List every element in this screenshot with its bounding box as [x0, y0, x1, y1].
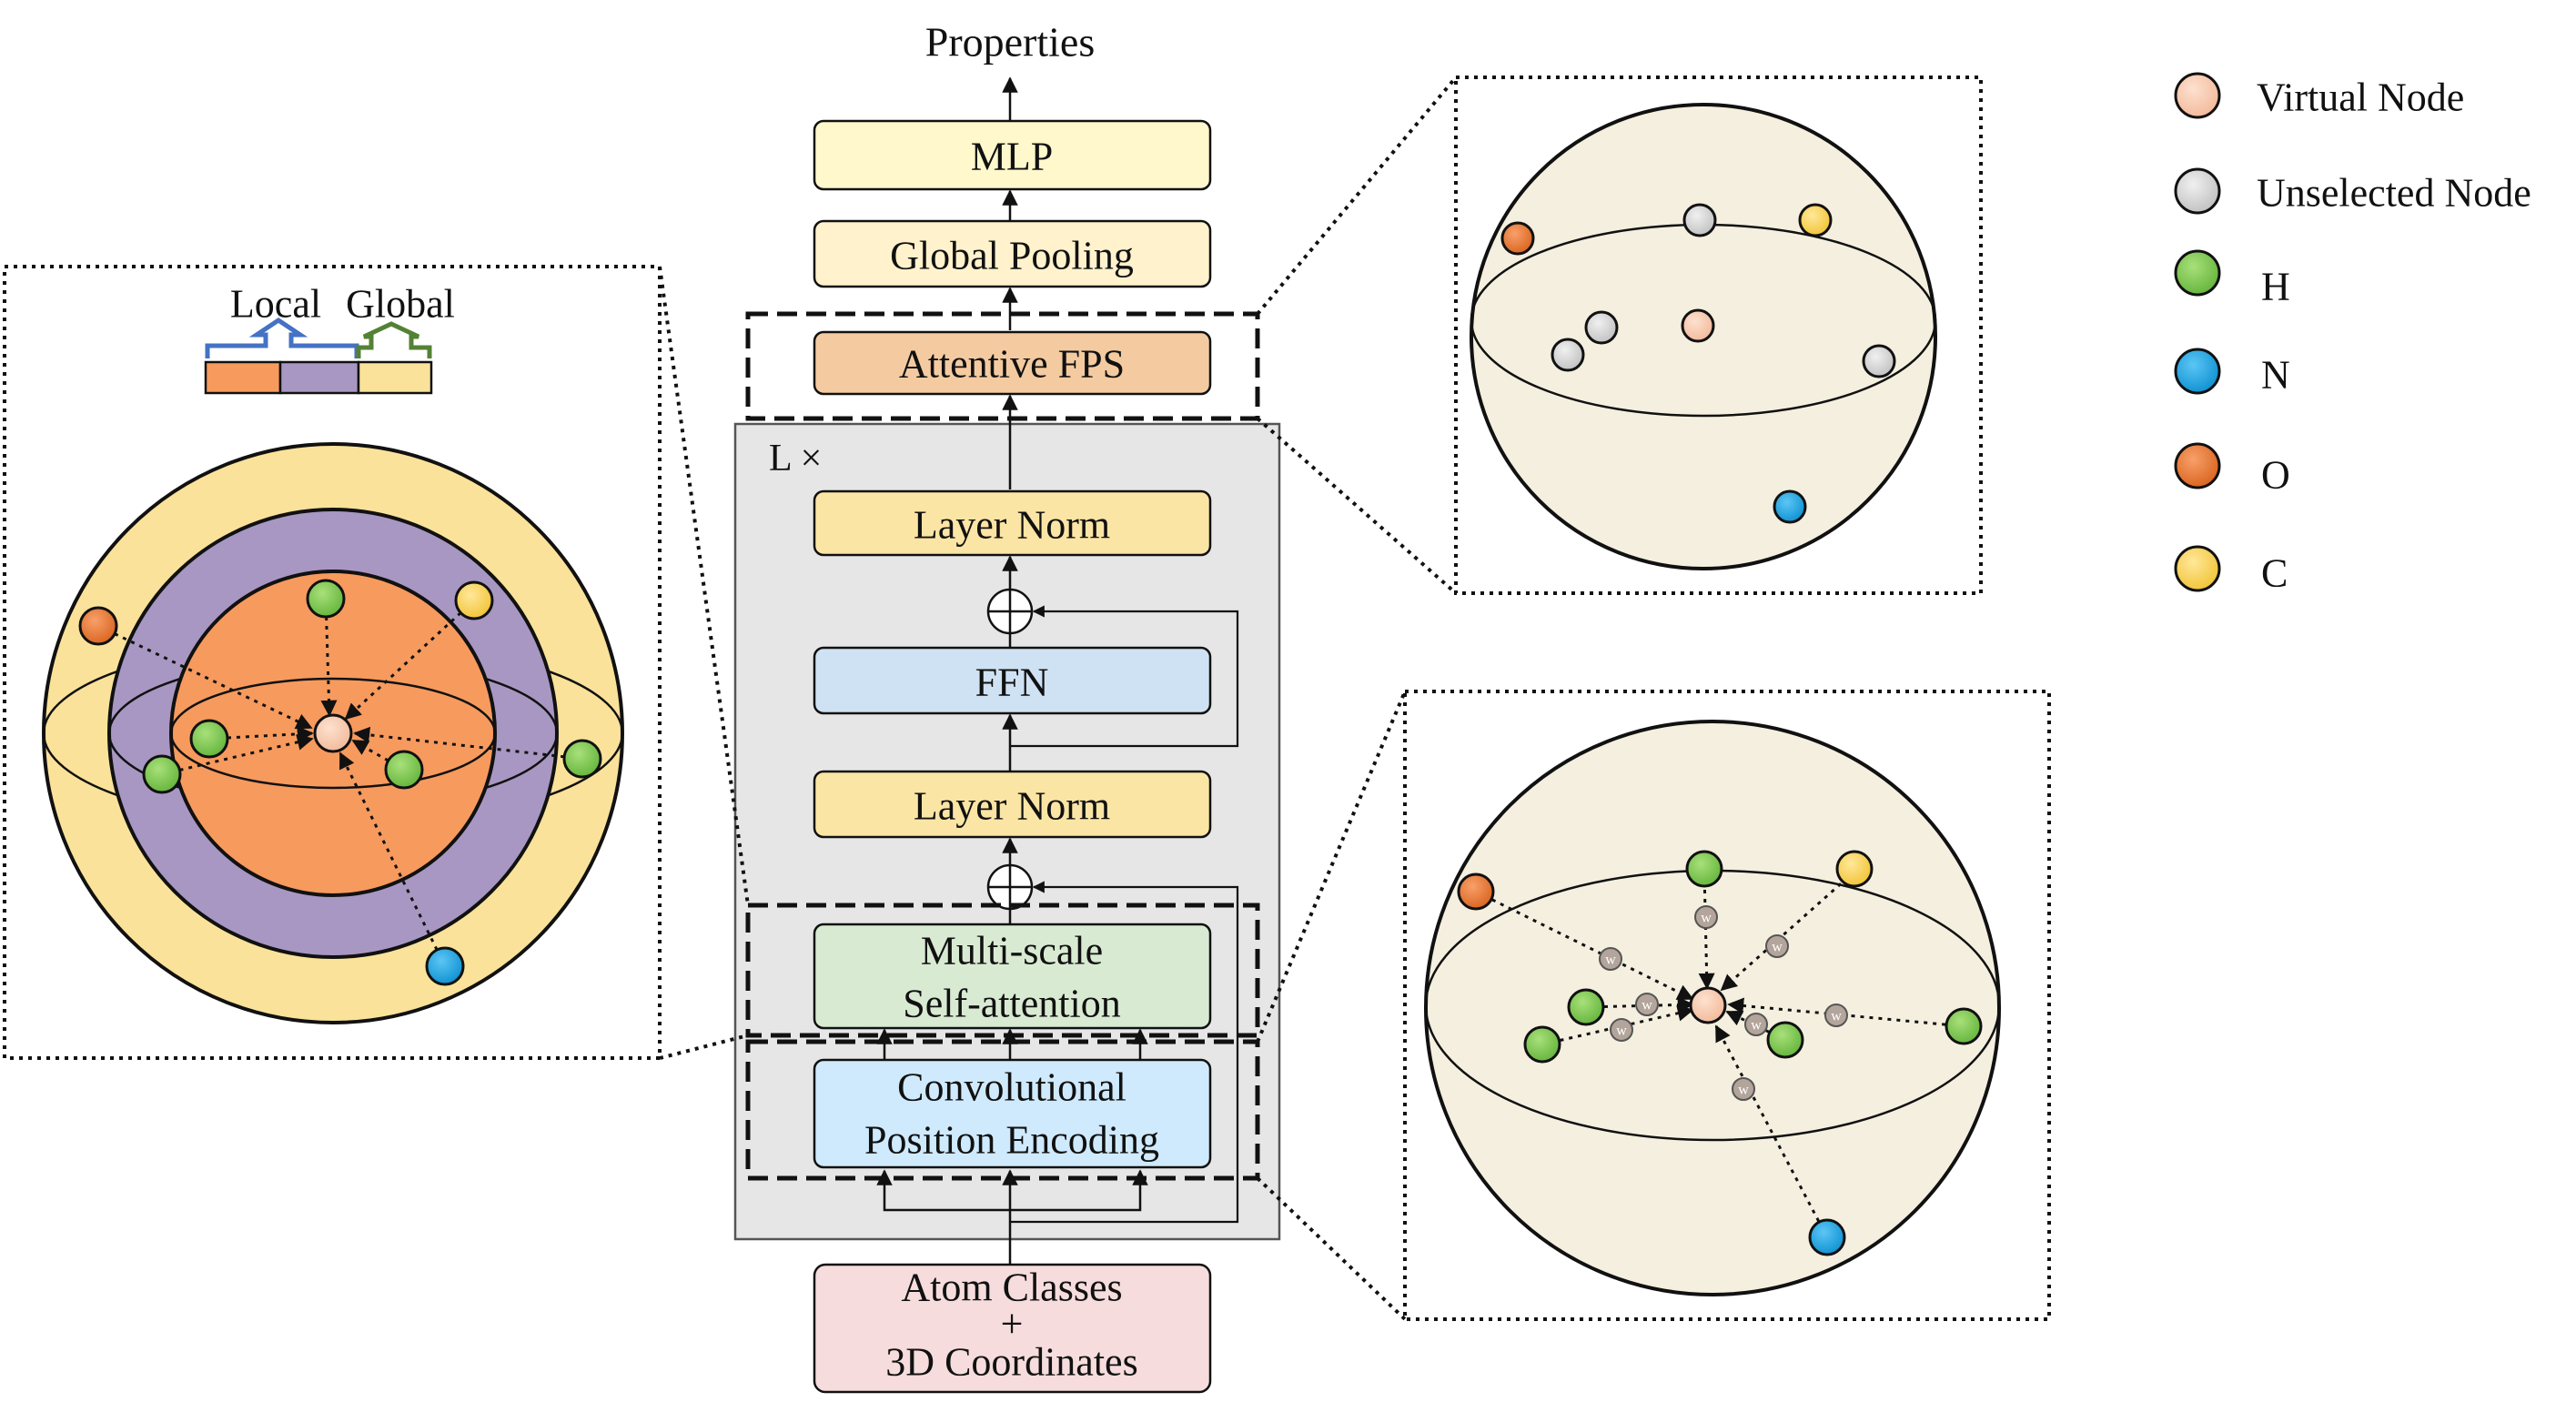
local-bracket-icon	[205, 317, 359, 358]
mlp-box	[813, 119, 1212, 191]
multiscale-atoms	[78, 579, 602, 986]
fps-atoms	[1500, 203, 1896, 524]
legend-item-virtual-node: Virtual Node	[2174, 72, 2464, 120]
input-label-line3: 3D Coordinates	[885, 1340, 1137, 1385]
virtual-node-icon	[1681, 308, 1715, 343]
layer-norm-bottom-box	[813, 770, 1212, 839]
svg-text:w: w	[1831, 1009, 1842, 1024]
atom-h-icon	[1567, 988, 1605, 1026]
edge-weights: w w w w w w w w	[1599, 905, 1848, 1101]
atom-n-icon	[1808, 1218, 1846, 1256]
input-label-line1: Atom Classes	[901, 1266, 1122, 1310]
layer-norm-bottom-label: Layer Norm	[914, 784, 1110, 829]
svg-text:w: w	[1772, 940, 1783, 955]
svg-text:w: w	[1642, 998, 1652, 1014]
cpe-box	[813, 1058, 1212, 1169]
atom-h-icon	[306, 579, 346, 619]
input-label-line2: +	[1001, 1302, 1024, 1347]
msa-box	[813, 923, 1212, 1030]
legend: Virtual Node Unselected Node H N O C	[2174, 72, 2531, 596]
input-box	[813, 1263, 1212, 1394]
atom-h-icon	[1766, 1021, 1804, 1059]
virtual-node-icon	[1689, 986, 1727, 1024]
ffn-label: FFN	[975, 661, 1049, 705]
local-scale-bar-purple	[278, 360, 360, 395]
legend-label: Virtual Node	[2257, 76, 2464, 120]
svg-text:w: w	[1751, 1018, 1762, 1034]
atom-h-icon	[384, 750, 424, 790]
attentive-fps-box	[813, 330, 1212, 396]
legend-item-unselected-node: Unselected Node	[2174, 167, 2531, 216]
cpe-label-line1: Convolutional	[897, 1065, 1126, 1110]
legend-label: N	[2261, 353, 2290, 398]
unselected-node-icon	[1682, 203, 1717, 237]
ffn-box	[813, 646, 1212, 715]
edge-weight-badge: w	[1744, 1013, 1768, 1036]
legend-item-o: O	[2174, 442, 2290, 498]
virtual-node-icon	[313, 713, 353, 753]
svg-text:w: w	[1605, 953, 1616, 968]
properties-label: Properties	[925, 19, 1096, 66]
atom-n-icon	[1773, 489, 1807, 524]
unselected-node-icon	[1584, 310, 1619, 345]
unselected-node-icon	[1551, 338, 1585, 372]
svg-text:w: w	[1701, 911, 1712, 926]
atom-n-icon	[425, 946, 465, 986]
atom-o-icon	[1500, 221, 1535, 256]
repeat-label: L ×	[769, 438, 822, 479]
edge-weight-badge: w	[1694, 905, 1718, 929]
atom-o-icon	[1457, 872, 1495, 911]
fps-dashed-frame	[745, 311, 1260, 421]
msa-label-line2: Self-attention	[903, 982, 1121, 1026]
legend-label: Unselected Node	[2257, 171, 2531, 216]
unselected-node-icon	[1862, 344, 1896, 378]
atom-h-icon	[142, 754, 182, 794]
legend-label: H	[2261, 265, 2290, 309]
global-pooling-label: Global Pooling	[890, 234, 1134, 278]
global-label: Global	[346, 282, 455, 327]
atom-c-icon	[1835, 850, 1874, 888]
cpe-label-line2: Position Encoding	[864, 1118, 1159, 1163]
edge-weight-badge: w	[1610, 1018, 1633, 1042]
edge-weight-badge: w	[1599, 947, 1622, 971]
edge-weight-badge: w	[1732, 1077, 1755, 1101]
atom-h-icon	[1945, 1007, 1983, 1045]
global-pooling-box	[813, 219, 1212, 288]
legend-item-h: H	[2174, 249, 2290, 309]
svg-text:w: w	[1616, 1024, 1627, 1039]
local-label: Local	[230, 282, 321, 327]
attentive-fps-label: Attentive FPS	[899, 342, 1125, 387]
atom-o-icon	[78, 606, 118, 646]
layer-norm-top-label: Layer Norm	[914, 503, 1110, 548]
mlp-label: MLP	[971, 135, 1053, 179]
edge-weight-badge: w	[1635, 993, 1659, 1016]
atom-c-icon	[454, 580, 494, 620]
atom-h-icon	[1523, 1025, 1561, 1064]
global-scale-bar-yellow	[357, 360, 433, 395]
atom-c-icon	[1798, 203, 1833, 237]
msa-label-line1: Multi-scale	[921, 929, 1103, 973]
atom-h-icon	[189, 719, 229, 759]
edge-weight-badge: w	[1824, 1004, 1848, 1027]
svg-text:w: w	[1738, 1083, 1749, 1098]
cpe-dashed-frame	[745, 1039, 1260, 1181]
legend-label: C	[2261, 551, 2288, 596]
layer-norm-top-box	[813, 489, 1212, 557]
atom-h-icon	[562, 739, 602, 779]
cpe-atoms	[1457, 850, 1983, 1256]
legend-item-n: N	[2174, 348, 2290, 398]
legend-label: O	[2261, 453, 2290, 498]
edge-weight-badge: w	[1765, 934, 1789, 958]
global-bracket-icon	[356, 321, 432, 358]
atom-h-icon	[1685, 850, 1723, 888]
legend-item-c: C	[2174, 545, 2288, 596]
local-scale-bar-orange	[204, 360, 282, 395]
